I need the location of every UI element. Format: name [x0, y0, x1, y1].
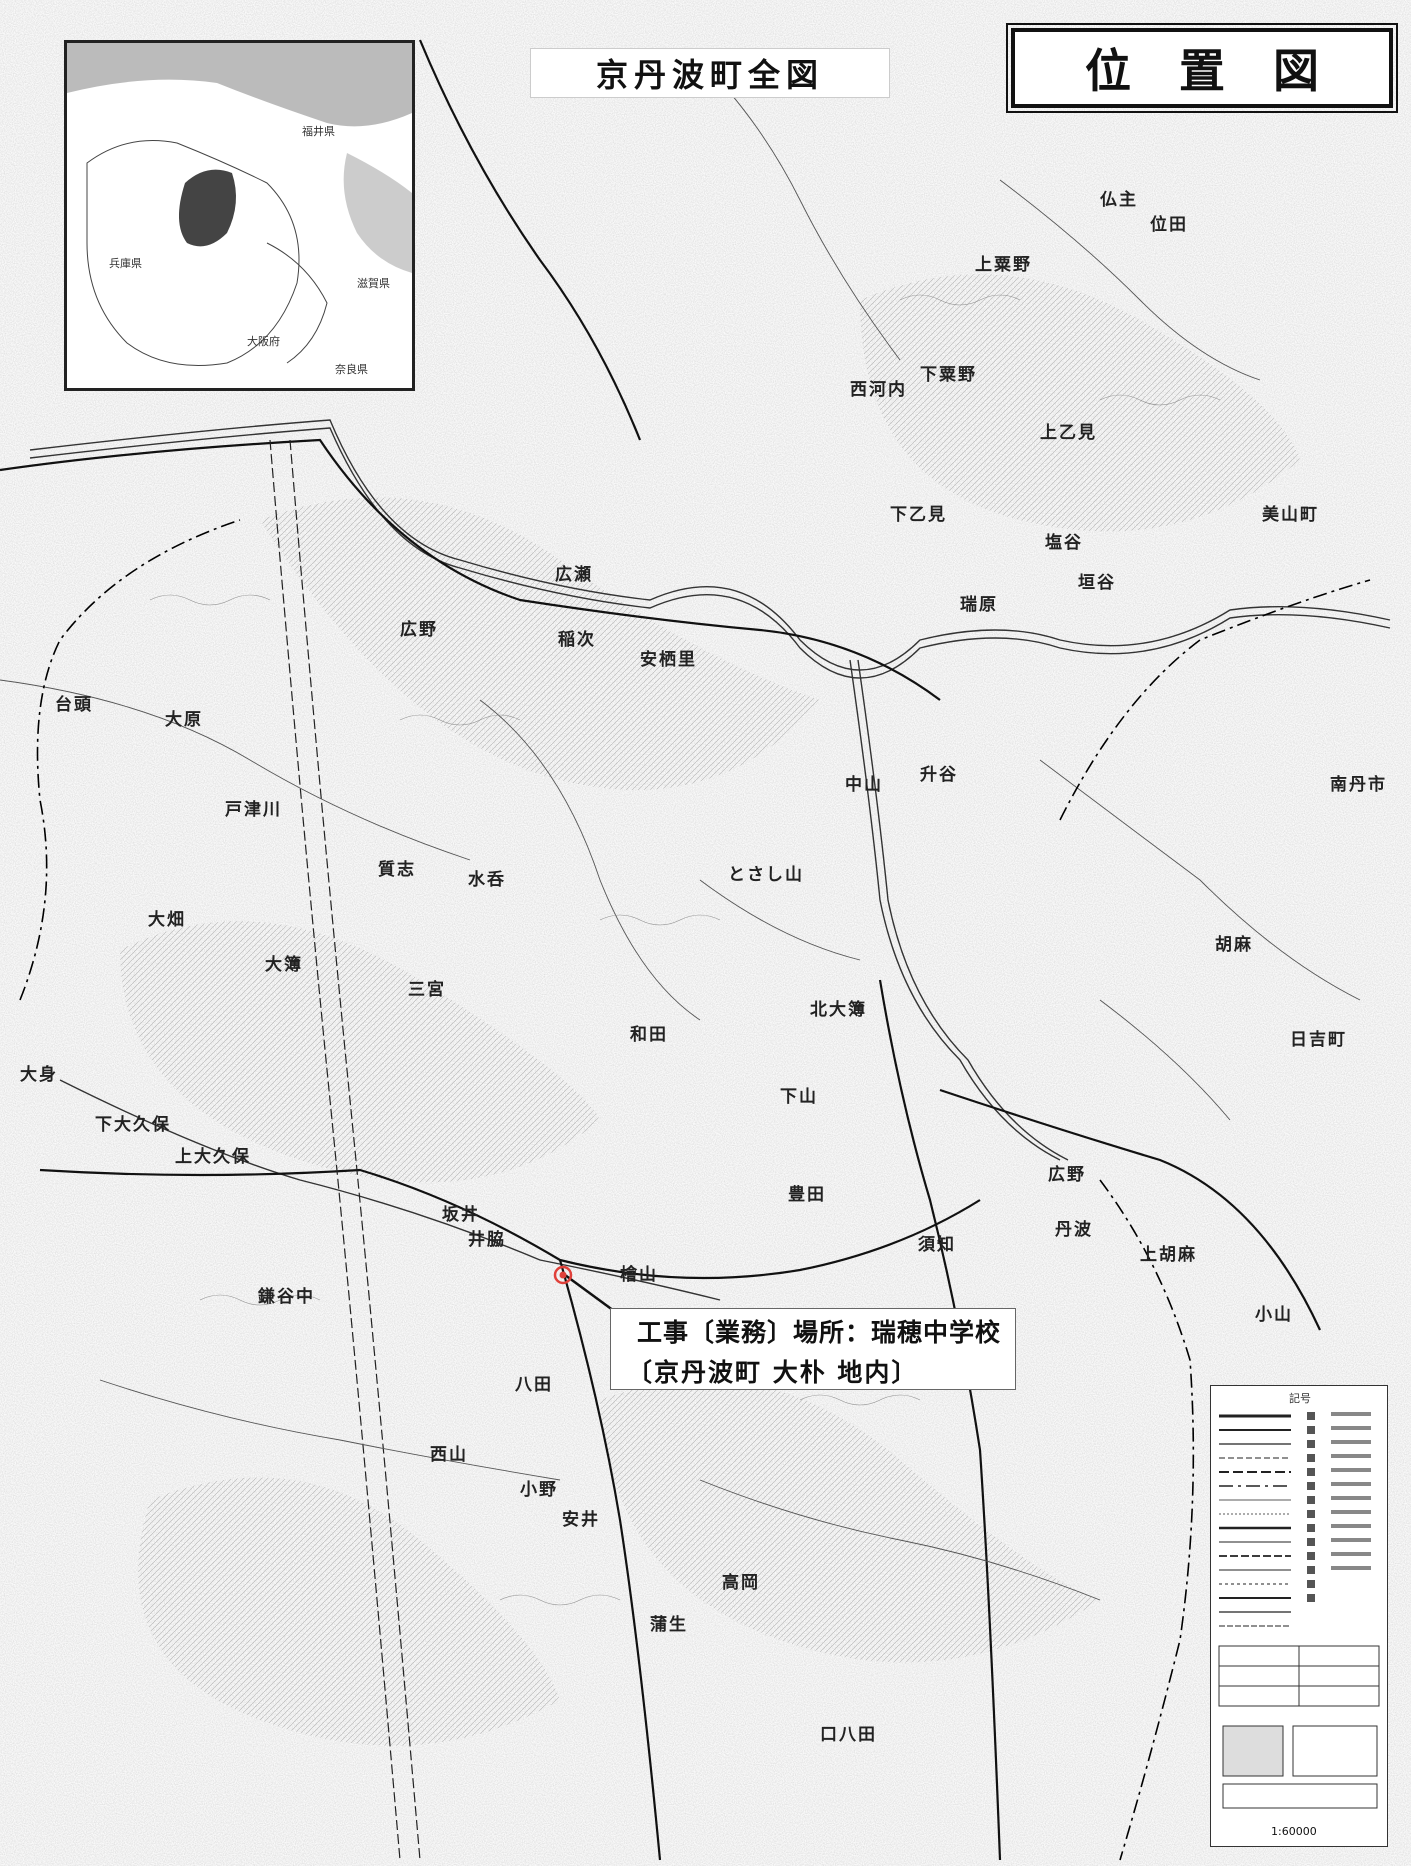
place-label: 広野 [1048, 1165, 1086, 1185]
place-label: 西山 [430, 1445, 468, 1465]
inset-locator-map: 福井県 兵庫県 滋賀県 大阪府 奈良県 [64, 40, 415, 391]
place-label: 中山 [845, 775, 883, 795]
place-label: 稲次 [558, 630, 596, 650]
place-label: 北大簿 [810, 1000, 867, 1020]
site-callout-line2: 〔京丹波町 大朴 地内〕 [627, 1358, 919, 1387]
place-label: 南丹市 [1330, 775, 1387, 795]
inset-label: 滋賀県 [357, 277, 390, 290]
place-label: 下粟野 [920, 365, 977, 385]
place-label: 坂井 [442, 1205, 480, 1225]
place-label: 大身 [20, 1065, 58, 1085]
place-label: 須知 [918, 1235, 956, 1255]
inset-map-drawing [67, 43, 412, 388]
place-label: 広瀬 [555, 565, 593, 585]
place-label: 上乙見 [1040, 423, 1097, 443]
place-label: 大畑 [148, 910, 186, 930]
place-label: 大原 [165, 710, 203, 730]
inset-label: 福井県 [302, 125, 335, 138]
place-label: 戸津川 [225, 800, 282, 820]
place-label: 八田 [515, 1375, 553, 1395]
place-label: 美山町 [1262, 505, 1319, 525]
place-label: 丹波 [1055, 1220, 1093, 1240]
place-label: 小山 [1255, 1305, 1293, 1325]
place-label: 仏主 [1100, 190, 1138, 210]
place-label: 西河内 [850, 380, 907, 400]
place-label: 垣谷 [1078, 573, 1116, 593]
place-label: 上粟野 [975, 255, 1032, 275]
place-label: 塩谷 [1045, 533, 1083, 553]
place-label: 鎌谷中 [258, 1287, 315, 1307]
place-label: 三宮 [408, 980, 446, 1000]
legend-heading: 記号 [1289, 1392, 1311, 1405]
place-label: 瑞原 [960, 595, 998, 615]
place-label: 升谷 [920, 765, 958, 785]
place-label: 上大久保 [175, 1147, 251, 1167]
place-label: 質志 [378, 860, 416, 880]
place-label: 広野 [400, 620, 438, 640]
place-label: 水呑 [468, 870, 506, 890]
map-title-box: 位置図 [1006, 23, 1398, 113]
place-label: 上胡麻 [1140, 1245, 1197, 1265]
place-label: 下大久保 [95, 1115, 171, 1135]
place-label: 蒲生 [650, 1615, 688, 1635]
place-label: 檜山 [620, 1265, 658, 1285]
legend-scale: 1:60000 [1271, 1825, 1317, 1838]
place-label: 豊田 [788, 1185, 826, 1205]
place-label: 安栖里 [640, 650, 697, 670]
place-label: とさし山 [728, 865, 804, 885]
place-label: 下山 [780, 1087, 818, 1107]
inset-label: 奈良県 [335, 363, 368, 376]
place-label: 大簿 [265, 955, 303, 975]
place-label: 安井 [562, 1510, 600, 1530]
place-label: 井脇 [468, 1230, 506, 1250]
inset-label: 大阪府 [247, 335, 280, 348]
place-label: 位田 [1150, 215, 1188, 235]
place-label: 日吉町 [1290, 1030, 1347, 1050]
map-subtitle: 京丹波町全図 [595, 56, 824, 94]
site-marker-icon [553, 1265, 573, 1285]
site-callout-line1: 工事〔業務〕場所：瑞穂中学校 [637, 1318, 1002, 1347]
place-label: 和田 [630, 1025, 668, 1045]
site-callout-box: 工事〔業務〕場所：瑞穂中学校 〔京丹波町 大朴 地内〕 [610, 1308, 1016, 1390]
place-label: 高岡 [722, 1573, 760, 1593]
map-title: 位置図 [1085, 44, 1367, 98]
map-subtitle-box: 京丹波町全図 [530, 48, 890, 98]
place-label: 下乙見 [890, 505, 947, 525]
place-label: 口八田 [820, 1725, 877, 1745]
place-label: 小野 [520, 1480, 558, 1500]
legend-symbols [1218, 1412, 1380, 1809]
inset-label: 兵庫県 [109, 257, 142, 270]
map-legend: 記号 [1210, 1385, 1388, 1847]
place-label: 台頭 [55, 695, 93, 715]
place-label: 胡麻 [1215, 935, 1253, 955]
